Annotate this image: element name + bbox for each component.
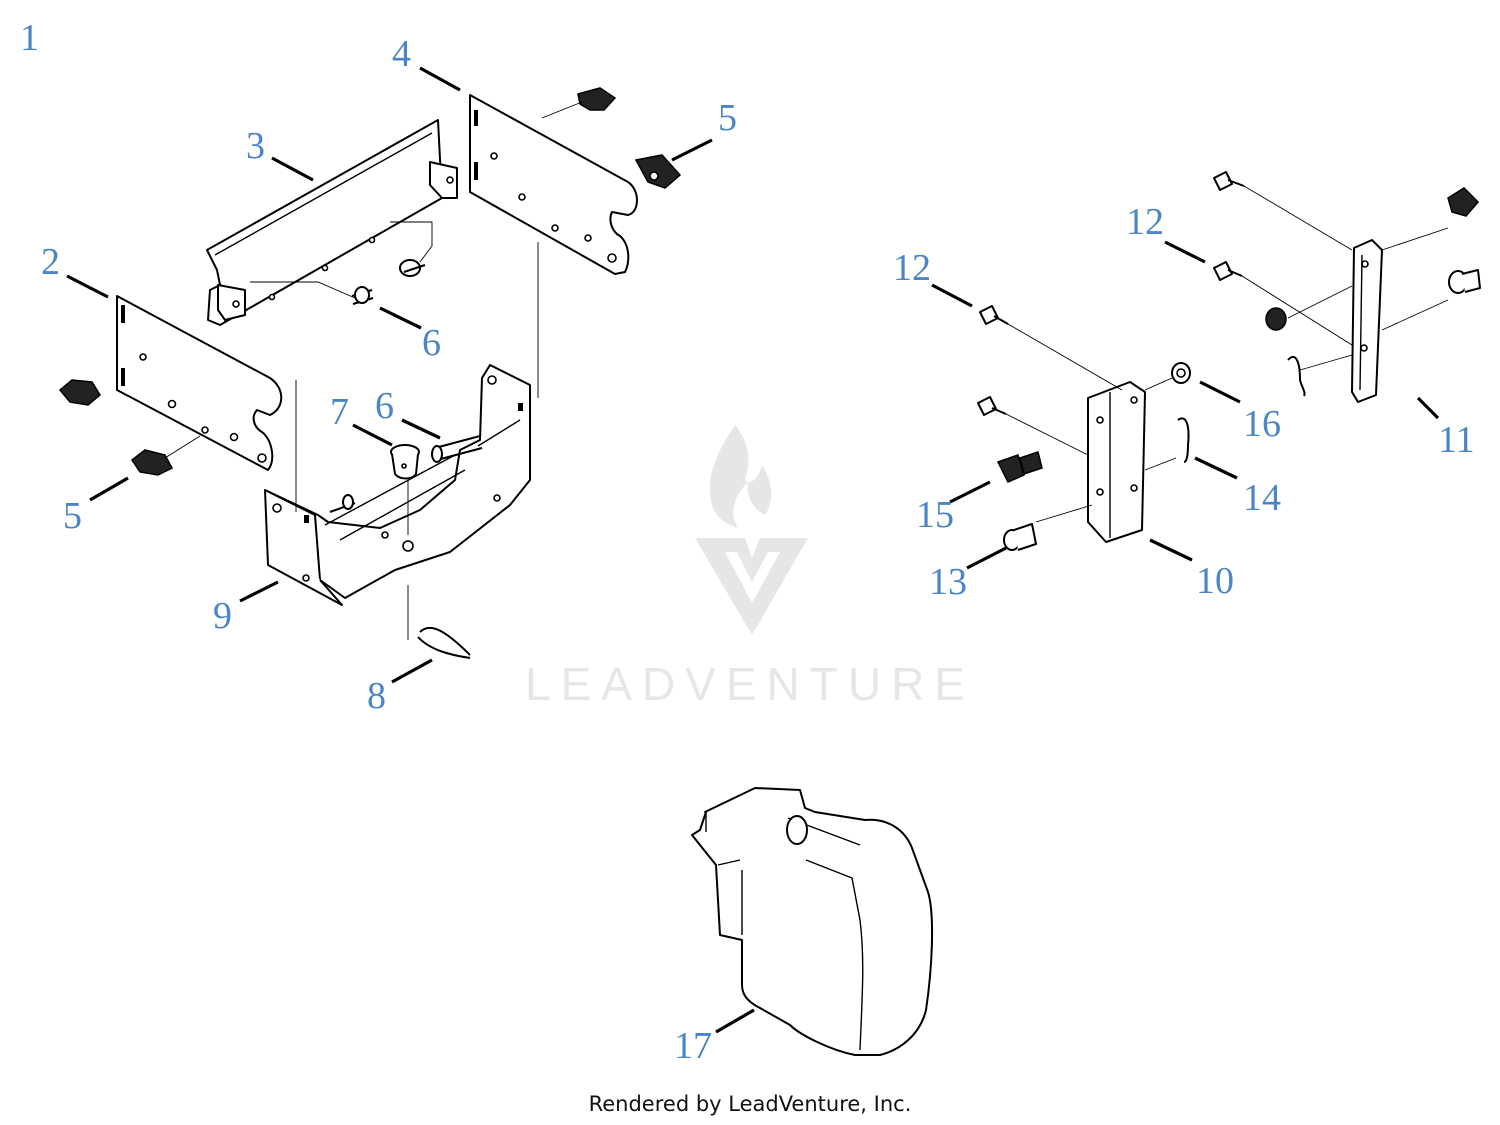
part-3-rail (206, 119, 458, 326)
left-guide-lines (164, 101, 583, 640)
callout-15[interactable]: 15 (916, 494, 954, 536)
flame-icon (709, 425, 772, 528)
part-8-hairpin-clip (417, 626, 471, 659)
leader-lines (66, 66, 1440, 1034)
callout-4[interactable]: 4 (392, 33, 411, 75)
callout-11[interactable]: 11 (1438, 419, 1475, 461)
right-guide-lines (1005, 185, 1449, 523)
callout-17[interactable]: 17 (674, 1025, 712, 1067)
right-hardware (977, 171, 1481, 551)
callout-1[interactable]: 1 (20, 17, 39, 59)
callout-10[interactable]: 10 (1196, 560, 1234, 602)
callout-3[interactable]: 3 (246, 125, 265, 167)
part-17-weight (691, 787, 934, 1056)
leadventure-watermark: LEADVENTURE (525, 425, 975, 710)
callout-13[interactable]: 13 (929, 561, 967, 603)
watermark-text: LEADVENTURE (525, 658, 975, 710)
callout-16[interactable]: 16 (1243, 403, 1281, 445)
callout-2[interactable]: 2 (41, 241, 60, 283)
callout-5-right[interactable]: 5 (718, 97, 737, 139)
callout-6-upper[interactable]: 6 (422, 322, 441, 364)
part-2-side-plate (116, 295, 283, 471)
part-7-hitch-pin (390, 444, 420, 480)
callout-12-upper[interactable]: 12 (1126, 201, 1164, 243)
callout-labels: 1 4 3 2 5 6 5 7 6 9 8 12 12 11 16 14 15 … (20, 17, 1475, 1067)
v-logo-icon (695, 538, 808, 635)
callout-12-lower[interactable]: 12 (893, 247, 931, 289)
part-6-bolts (329, 259, 483, 513)
callout-6-lower[interactable]: 6 (375, 385, 394, 427)
callout-8[interactable]: 8 (367, 675, 386, 717)
part-9-u-bracket (264, 364, 531, 606)
callout-14[interactable]: 14 (1243, 477, 1281, 519)
part-10-bracket (1087, 381, 1146, 543)
callout-7[interactable]: 7 (330, 391, 349, 433)
callout-5-left[interactable]: 5 (63, 495, 82, 537)
part-11-bracket (1351, 239, 1383, 403)
footer-credit: Rendered by LeadVenture, Inc. (588, 1092, 912, 1116)
part-5-knobs (58, 87, 682, 476)
part-4-side-plate (469, 94, 638, 275)
callout-9[interactable]: 9 (213, 595, 232, 637)
